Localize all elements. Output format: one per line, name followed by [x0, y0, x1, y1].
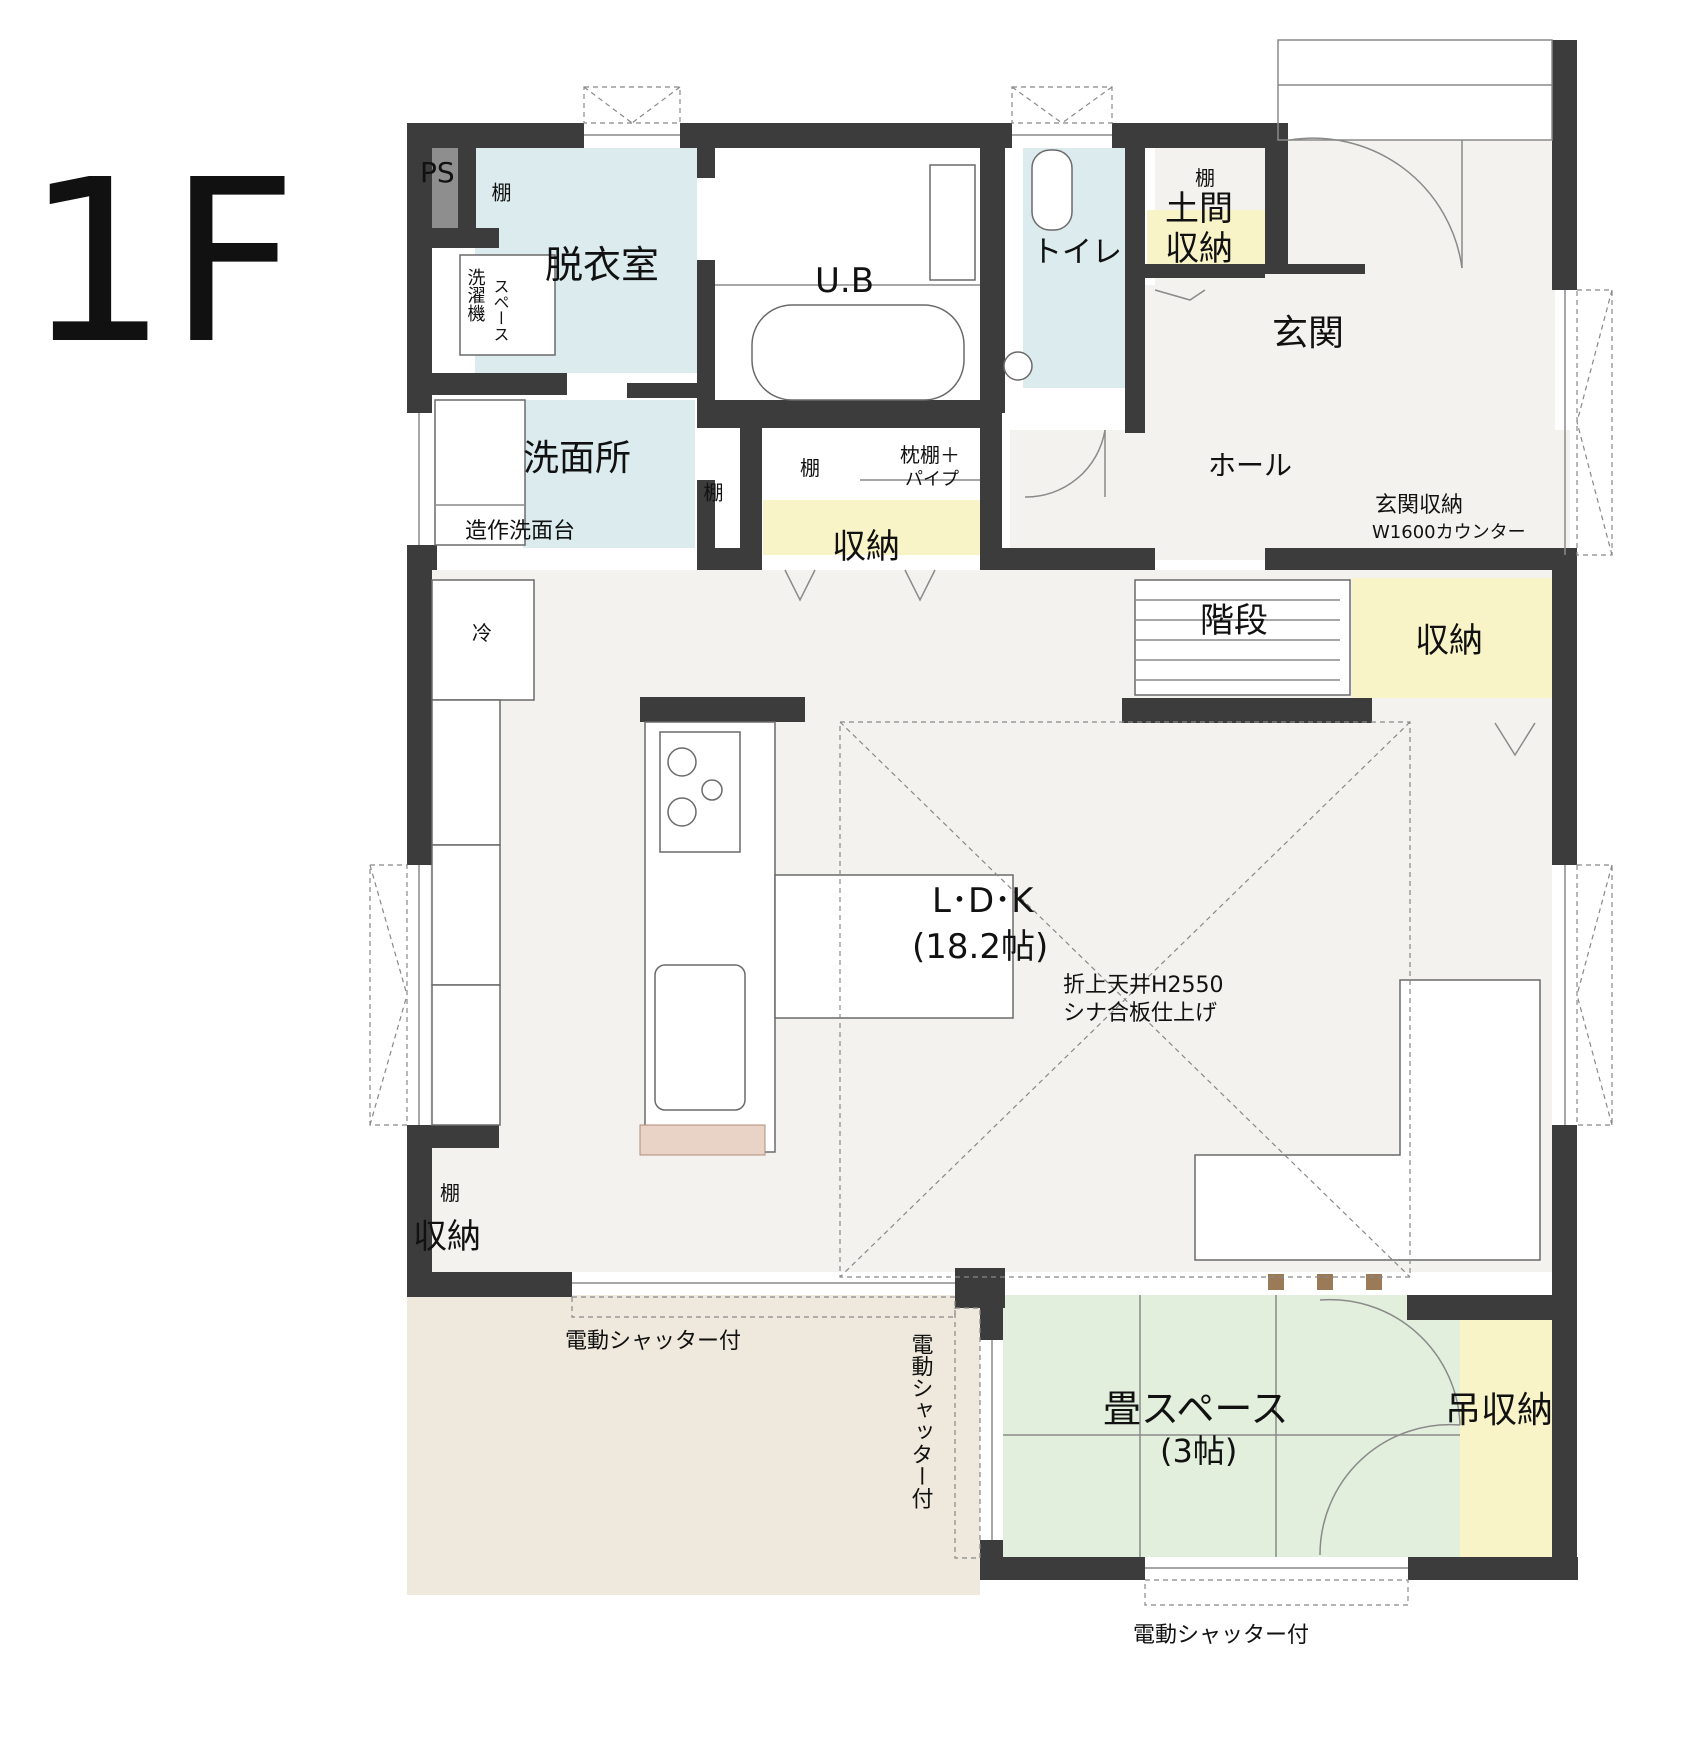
vanity-label: 造作洗面台: [465, 519, 575, 544]
storage-2-label: 収納: [1415, 621, 1483, 661]
ps-label: PS: [420, 156, 455, 189]
shelf-mid-label: 棚: [700, 482, 724, 502]
toilet-bowl: [1031, 149, 1073, 231]
doma-storage-fill: [1147, 210, 1265, 268]
washer-space: [459, 254, 556, 356]
washer-label-1: 洗濯機: [465, 268, 486, 323]
terrace-fill: [407, 1295, 980, 1595]
tatami-label-1: 畳スペース: [1103, 1387, 1288, 1431]
ldk-label-2: (18.2帖): [912, 927, 1048, 967]
doors: [784, 289, 1536, 1556]
stairs-steps: [1134, 579, 1351, 696]
fridge: [431, 579, 535, 701]
floor-label: 1F: [25, 132, 298, 394]
tatami-grid: [1003, 1274, 1460, 1557]
shutter-label-3: 電動シャッター付: [1133, 1623, 1309, 1648]
shelf-closet-label: 棚: [800, 456, 820, 480]
doma-label-2: 収納: [1165, 229, 1233, 269]
tatami-label-2: (3帖): [1160, 1432, 1237, 1470]
genkan-storage-label-1: 玄関収納: [1375, 493, 1463, 518]
windows: [369, 86, 1613, 1606]
shelf-low-label: 棚: [440, 1181, 460, 1205]
datsuijo-label: 脱衣室: [545, 243, 659, 287]
hanging-storage-label: 吊収納: [1445, 1390, 1553, 1431]
storage-1-label: 収納: [832, 527, 900, 567]
fridge-label: 冷: [472, 621, 492, 645]
shelf-top-label: 棚: [488, 182, 512, 202]
genkan-label: 玄関: [1272, 313, 1344, 354]
hanging-storage-fill: [1460, 1295, 1552, 1557]
stairs-label: 階段: [1200, 601, 1268, 641]
tatami-fill: [1003, 1295, 1463, 1557]
entrance-porch: [1277, 39, 1553, 269]
vanity-counter: [434, 399, 526, 546]
pillow-shelf-label-2: パイプ: [905, 469, 959, 490]
ldk-label-1: L･D･K: [932, 881, 1035, 921]
floor-fills: [407, 140, 1570, 1595]
ps-fill: [430, 148, 458, 228]
genkan-storage-label-2: W1600カウンター: [1372, 522, 1526, 543]
shutter-label-1: 電動シャッター付: [565, 1329, 741, 1354]
labels: 1F PS 棚 脱衣室 洗濯機 スペース U.B トイレ 棚 土間 収納 玄関 …: [25, 132, 1553, 1648]
doma-shelf-label: 棚: [1195, 166, 1215, 190]
pillow-shelf-label-1: 枕棚＋: [900, 443, 960, 467]
walls: [407, 40, 1578, 1580]
ceiling-note-1: 折上天井H2550: [1063, 973, 1224, 998]
doma-label-1: 土間: [1165, 189, 1233, 229]
washer-label-2: スペース: [491, 278, 510, 342]
senmenjo-label: 洗面所: [523, 438, 631, 479]
senmenjo-fill: [523, 400, 695, 548]
sofa: [1194, 979, 1541, 1261]
folded-ceiling: [839, 721, 1411, 1278]
dining-table: [774, 874, 1014, 1019]
ub-label: U.B: [815, 261, 874, 301]
hall-label: ホール: [1208, 449, 1292, 482]
ceiling-note-2: シナ合板仕上げ: [1063, 1001, 1217, 1026]
bathtub: [751, 304, 965, 401]
toilet-label: トイレ: [1032, 235, 1122, 270]
shutter-label-2: 電動シャッター付: [908, 1333, 934, 1509]
fixtures: [431, 149, 1541, 1261]
storage-1-fill: [763, 500, 981, 555]
storage-3-label: 収納: [413, 1217, 481, 1257]
storage-2-fill: [1352, 578, 1552, 698]
